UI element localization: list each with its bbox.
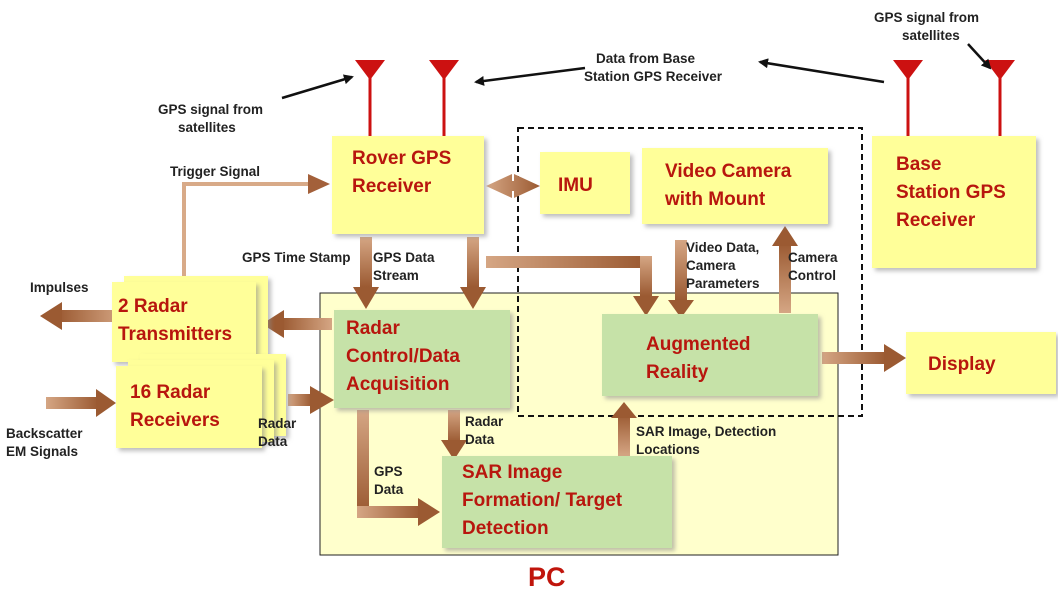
gps-signal-left-arrow: [281, 74, 354, 100]
radar-data-to-sar-arrow: [441, 410, 467, 460]
camera-control-arrow: [772, 226, 798, 313]
trigger-signal-line: [182, 182, 310, 296]
gps-data-to-sar-arrow: [357, 410, 440, 526]
radar-rx-box: [116, 366, 262, 448]
impulses-label: Impulses: [30, 280, 89, 295]
gps-data-to-augmented-arrow: [486, 256, 659, 316]
ar-to-display-arrow: [822, 344, 906, 372]
augmented-reality-box: [602, 314, 818, 396]
imu-box: [540, 152, 630, 214]
radar-tx-box: [112, 282, 256, 362]
rover-imu-arrow: [486, 174, 540, 198]
data-from-base-arrow: [474, 66, 586, 86]
augmented-reality-boundary: [517, 127, 863, 417]
backscatter-arrow: [46, 389, 116, 417]
radar-ctrl-box: [334, 310, 510, 408]
gps-time-stamp-label: GPS Time Stamp: [242, 250, 351, 265]
pc-label: PC: [528, 562, 566, 592]
trigger-signal-label: Trigger Signal: [170, 164, 260, 179]
display-box: [906, 332, 1056, 394]
gps-time-stamp-arrow: [353, 237, 379, 309]
display-title: Display: [928, 354, 996, 375]
receivers-to-ctrl-arrow: [288, 386, 334, 414]
sar-box: [442, 456, 672, 548]
rover-antenna-right-icon: [429, 60, 459, 140]
gps-signal-right-arrow: [967, 43, 992, 70]
trigger-signal-arrowhead: [308, 174, 330, 194]
gps-data-stream-arrow: [460, 237, 486, 309]
data-from-base-arrow-tail: [758, 58, 885, 84]
impulses-arrow: [40, 302, 124, 330]
sar-to-ar-arrow: [611, 402, 637, 456]
rover-gps-box: [332, 136, 484, 234]
imu-title: IMU: [558, 175, 593, 196]
base-station-box: [872, 136, 1036, 268]
base-antenna-right-icon: [985, 60, 1015, 138]
video-data-arrow: [668, 240, 694, 318]
base-antenna-left-icon: [893, 60, 923, 138]
video-camera-box: [642, 148, 828, 224]
rover-antenna-left-icon: [355, 60, 385, 140]
ctrl-to-transmitters-arrow: [262, 310, 332, 338]
